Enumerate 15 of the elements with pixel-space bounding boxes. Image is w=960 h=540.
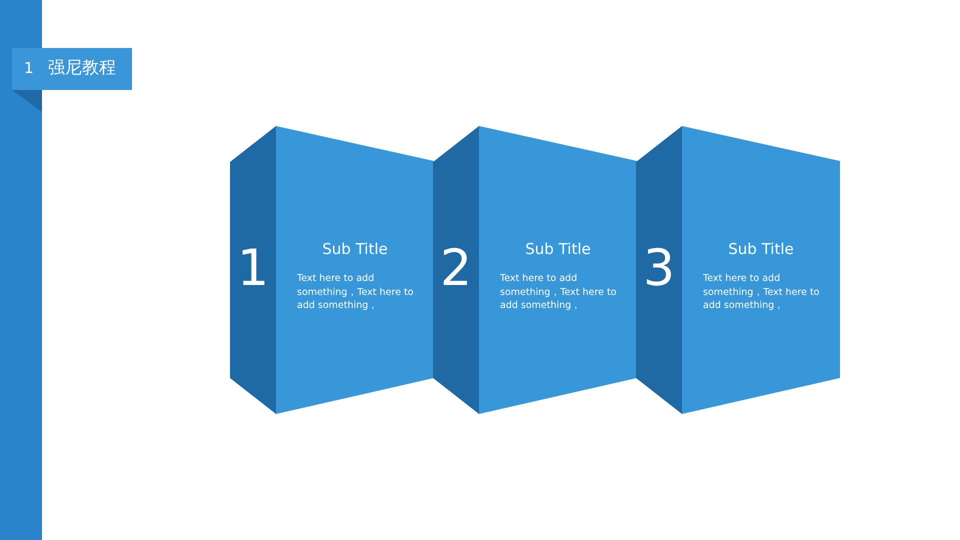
title-tab — [12, 48, 132, 90]
panel-subtitle: Sub Title — [321, 239, 389, 259]
step-number: 2 — [439, 238, 473, 298]
folded-panel — [636, 126, 840, 414]
panel-body-text: Text here to add something，Text here to add something， — [500, 272, 618, 312]
panel-body-text: Text here to add something，Text here to add something， — [703, 272, 820, 312]
step-number: 3 — [642, 238, 676, 298]
section-title: 强尼教程 — [48, 57, 116, 79]
step-number: 1 — [236, 238, 270, 298]
section-number: 1 — [24, 58, 34, 79]
panel-body-text: Text here to add something，Text here to add something， — [297, 272, 414, 312]
folded-panel — [433, 126, 637, 414]
folded-panel — [230, 126, 434, 414]
panel-subtitle: Sub Title — [524, 239, 592, 259]
panel-subtitle: Sub Title — [727, 239, 795, 259]
